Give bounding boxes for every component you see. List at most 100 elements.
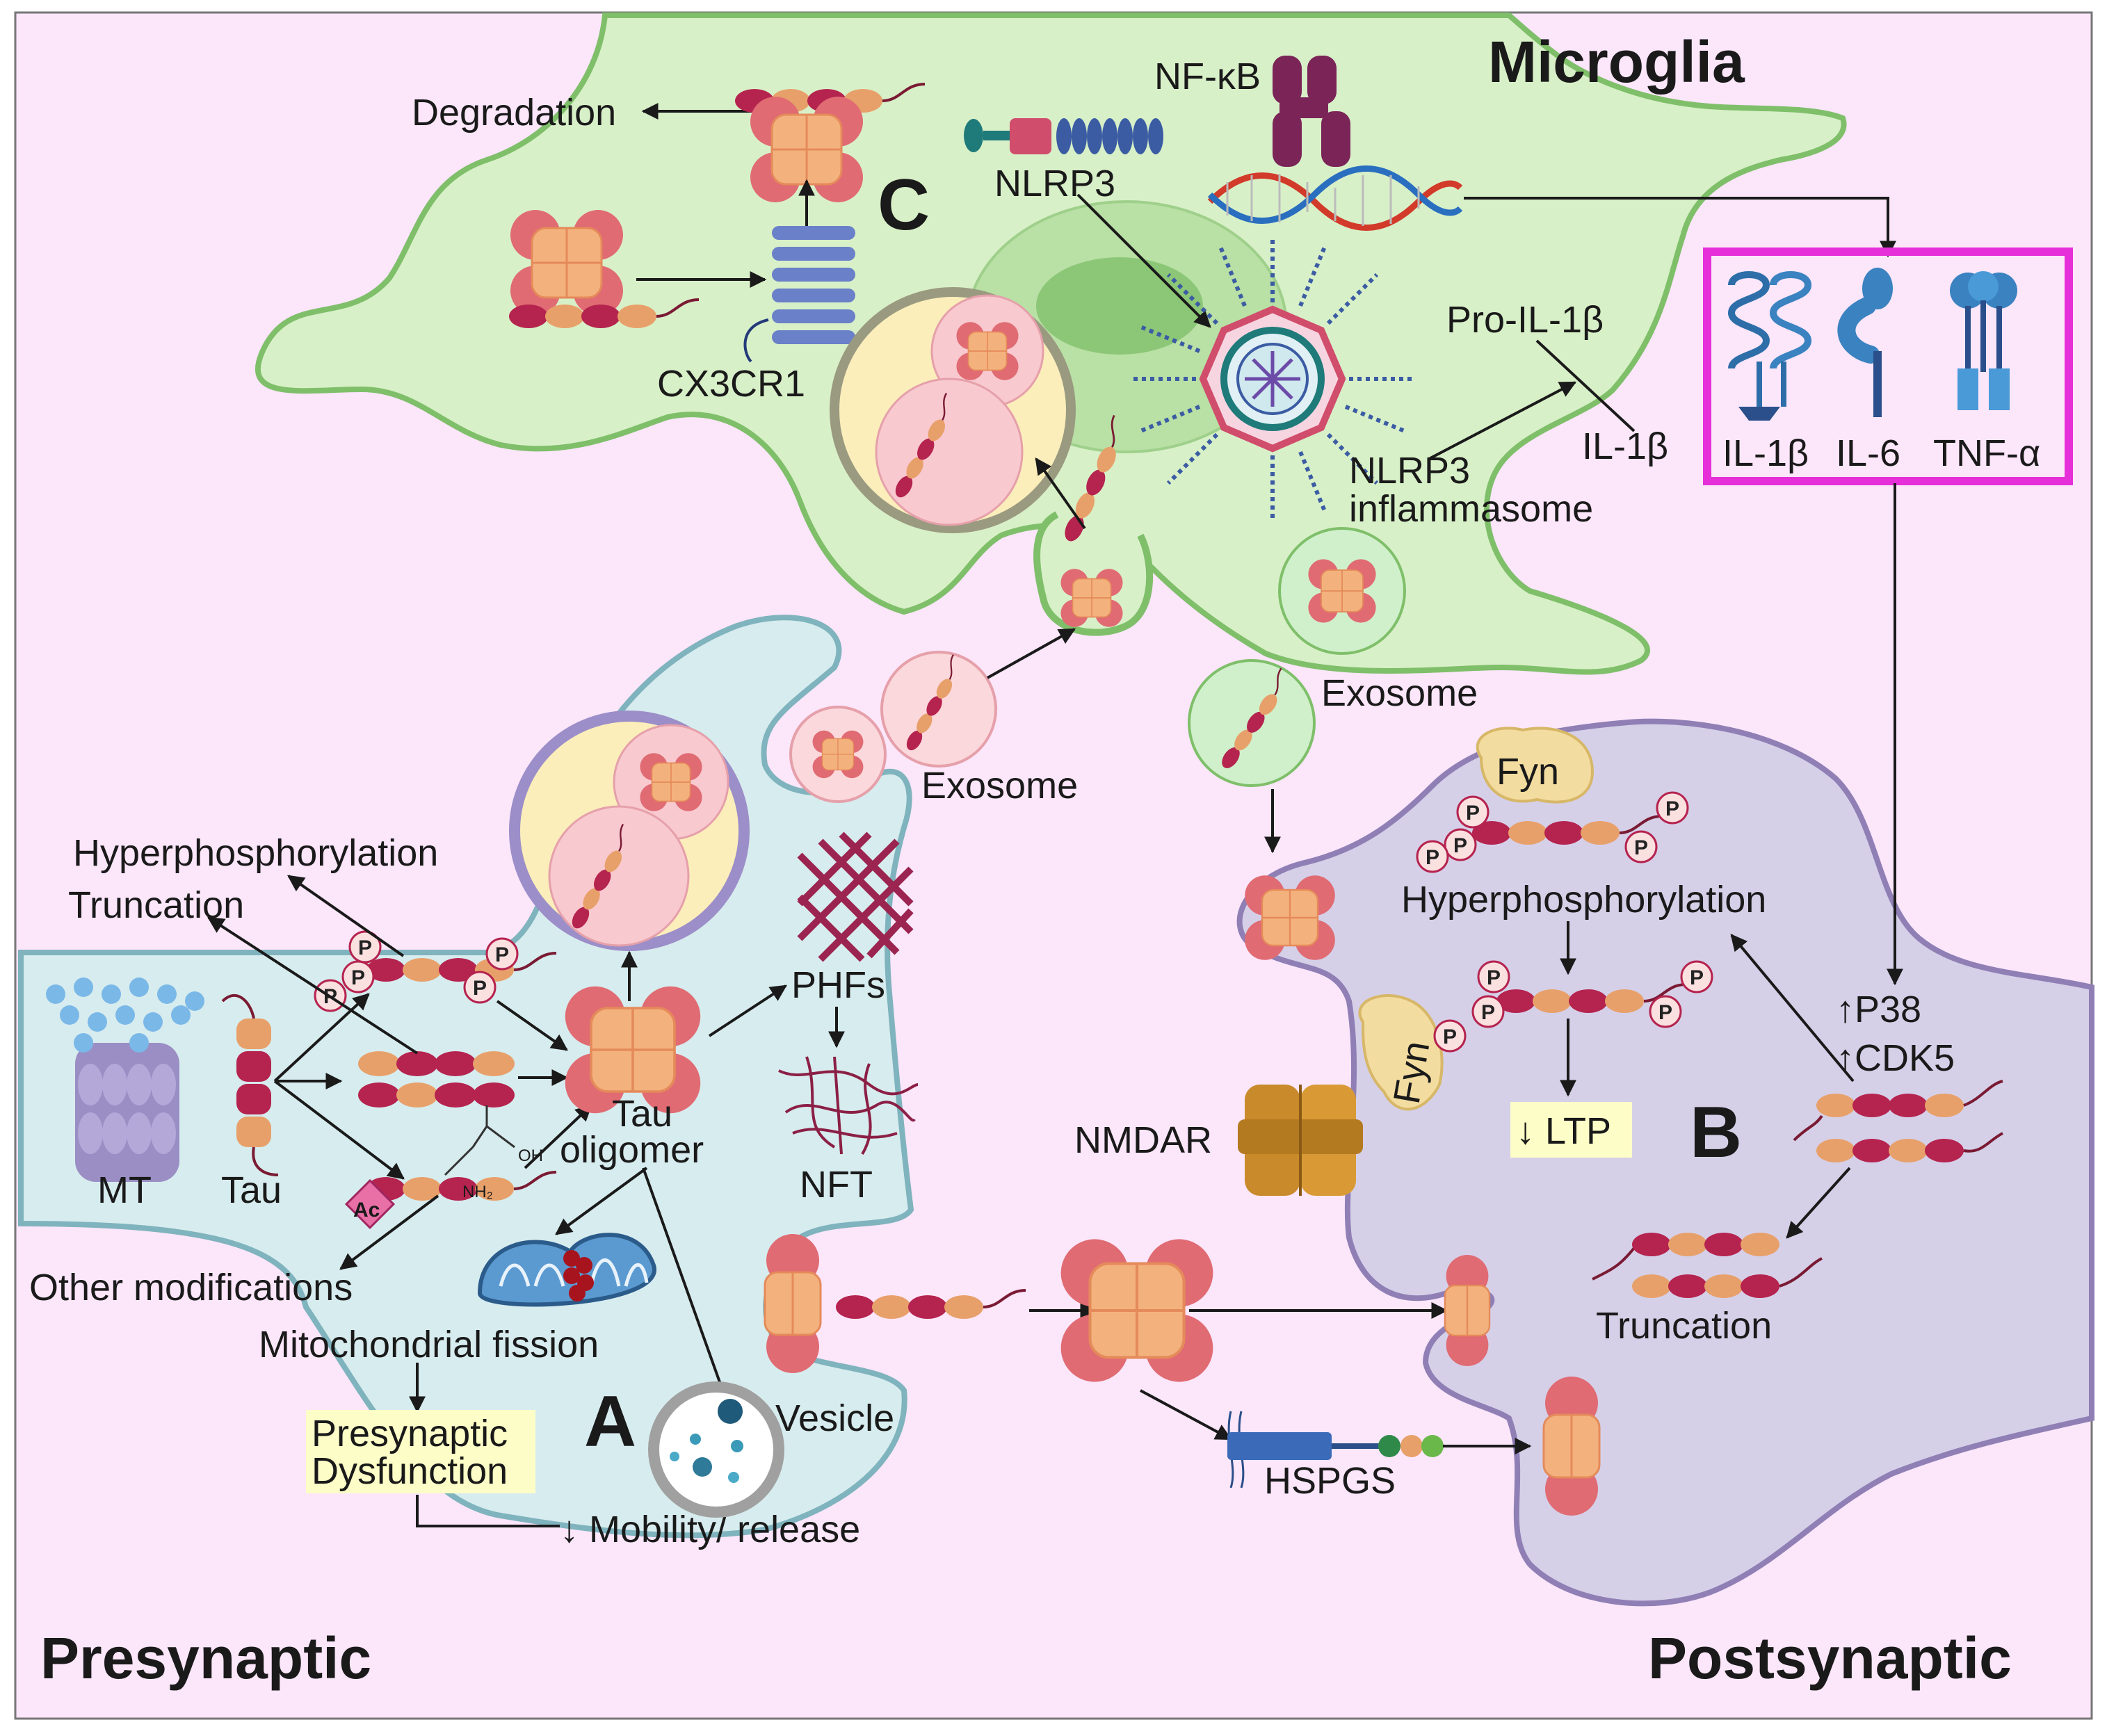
svg-text:P: P (1658, 1001, 1672, 1024)
inflammasome-label-line1: NLRP3 (1349, 450, 1470, 492)
panel-a-label: A (584, 1381, 636, 1462)
cytokine-il1b-label: IL-1β (1722, 432, 1809, 474)
release-oligomer (764, 1233, 822, 1374)
nfkb-dimer (1273, 56, 1350, 167)
phospho-sites-pre: P P P P P (314, 930, 519, 1012)
svg-text:P: P (1487, 966, 1501, 989)
p38-label: ↑P38 (1836, 989, 1921, 1030)
svg-text:P: P (358, 936, 372, 959)
svg-text:P: P (1453, 834, 1467, 857)
hspgs-internalized-oligomer (1542, 1375, 1601, 1517)
svg-text:P: P (1443, 1025, 1457, 1048)
inflammasome-label-line2: inflammasome (1349, 488, 1593, 530)
nlrp3-protein (964, 118, 1163, 154)
kinases-to-hyperphos-arrow (1730, 934, 1855, 1082)
tau-oligomer-label-line2: oligomer (560, 1129, 704, 1171)
microtubule (46, 977, 204, 1182)
mt-label: MT (97, 1169, 152, 1211)
fyn-kinase-top (1476, 727, 1595, 804)
svg-text:P: P (351, 966, 365, 989)
cytokine-il6-label: IL-6 (1836, 432, 1900, 474)
pro-il1b-label: Pro-IL-1β (1446, 299, 1604, 341)
nucleolus (1036, 257, 1203, 355)
phospho-to-oligomer-arrow (496, 1000, 568, 1051)
nfkb-label: NF-κB (1154, 56, 1261, 97)
tau-label: Tau (221, 1169, 282, 1211)
svg-text:P: P (495, 943, 509, 966)
phfs-mesh (797, 832, 914, 962)
truncated-tau-pre (358, 1051, 515, 1108)
pit-to-phagosome-arrow (1035, 457, 1086, 530)
svg-text:P: P (1634, 836, 1648, 859)
tau-pair-post (1793, 1080, 2003, 1162)
oligomer-to-phfs-arrow (708, 984, 788, 1037)
pro-il1b-cleavage-line (1535, 339, 1636, 432)
microglia-title: Microglia (1488, 29, 1745, 95)
inflammasome-to-il1b-arrow (1428, 381, 1577, 460)
synaptic-vesicle (648, 1381, 784, 1518)
phfs-label: PHFs (791, 964, 885, 1006)
nft-label: NFT (800, 1164, 873, 1206)
postsyn-pit-oligomer (1444, 1254, 1491, 1368)
cytokine-tnfa-label: TNF-α (1933, 432, 2040, 474)
dna-helix (1207, 165, 1463, 231)
exosome-to-microglia-arrow (987, 628, 1076, 679)
tau-monomer (221, 993, 279, 1176)
multivesicular-body (509, 711, 750, 951)
other-modifications-pointer (339, 1194, 439, 1270)
cdk5-label: ↑CDK5 (1836, 1037, 1955, 1079)
panel-b-label: B (1690, 1092, 1742, 1173)
mitochondrion (477, 1233, 656, 1307)
nft-tangle (778, 1056, 919, 1155)
tau-to-modification-arrow (273, 1080, 405, 1180)
tau-to-hyperphos-arrow (273, 993, 370, 1082)
presyn-dysfunction-line1: Presynaptic (312, 1413, 508, 1454)
hyperphos-post-label: Hyperphosphorylation (1401, 879, 1766, 920)
modification-to-oligomer-arrow (524, 1104, 592, 1169)
cytokine-box (1703, 248, 2073, 485)
presyn-dysfunction-line2: Dysfunction (312, 1450, 508, 1492)
phospho-sites-post-top: P P P P P (1416, 791, 1689, 873)
phagosome (830, 287, 1076, 533)
dna-to-cytokines-arrow (1464, 197, 1896, 258)
svg-text:P: P (1481, 1001, 1495, 1024)
degradation-label: Degradation (412, 92, 616, 133)
ltp-box (1510, 1102, 1632, 1158)
svg-text:P: P (1690, 966, 1704, 989)
nmdar-receptor (1238, 1085, 1363, 1196)
cx3cr1-label: CX3CR1 (657, 363, 805, 405)
endocytic-pit (1033, 511, 1154, 636)
kinase-to-truncation-arrow (1786, 1167, 1851, 1239)
exosome-post-label: Exosome (1321, 672, 1478, 714)
presynaptic-dysfunction-box (306, 1410, 535, 1493)
truncation-pre-pointer (207, 916, 419, 1055)
mitochondrial-fission-label: Mitochondrial fission (259, 1324, 599, 1365)
ltp-label: ↓ LTP (1516, 1110, 1611, 1152)
svg-text:P: P (1466, 802, 1480, 825)
vesicle-label: Vesicle (775, 1397, 894, 1439)
svg-text:P: P (473, 977, 487, 1000)
oligomer-to-mitochondria-arrow (555, 1167, 648, 1235)
hyperphos-pre-label: Hyperphosphorylation (73, 832, 438, 874)
svg-text:P: P (1426, 846, 1439, 869)
hspgs-receptor (1227, 1411, 1444, 1488)
oligomer-to-vesicle-arrow (642, 1167, 734, 1413)
other-modifications-label: Other modifications (29, 1267, 353, 1308)
truncation-pre-label: Truncation (68, 884, 244, 926)
amino-acid-structure (444, 1105, 515, 1176)
panel-c-label: C (878, 165, 930, 245)
exosome-pre-label: Exosome (921, 765, 1078, 806)
dysfunction-mobility-connector (416, 1495, 560, 1527)
fyn-kinase-bottom (1358, 994, 1444, 1111)
truncated-tau-post (1592, 1233, 1823, 1298)
ac-label: Ac (353, 1199, 380, 1222)
nlrp3-label: NLRP3 (994, 163, 1115, 204)
truncation-post-label: Truncation (1596, 1305, 1772, 1347)
nlrp3-to-inflammasome-arrow (1076, 193, 1211, 328)
phospho-sites-post-bottom: P P P P P (1433, 960, 1713, 1053)
cx3cr1-receptor (743, 226, 855, 363)
fyn-top-label: Fyn (1496, 751, 1559, 793)
postsynaptic-title: Postsynaptic (1648, 1625, 2012, 1691)
